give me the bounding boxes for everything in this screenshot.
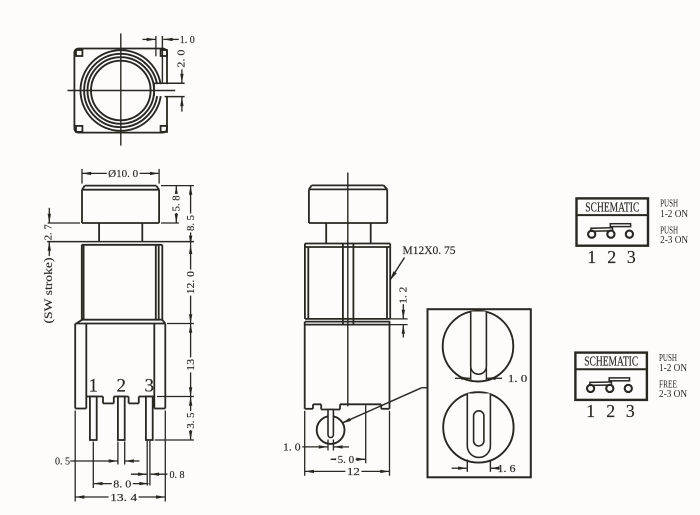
svg-text:1. 0: 1. 0 bbox=[283, 442, 301, 453]
svg-text:0. 8: 0. 8 bbox=[170, 470, 185, 481]
svg-text:2: 2 bbox=[606, 401, 615, 421]
svg-text:SCHEMATIC: SCHEMATIC bbox=[584, 354, 638, 369]
svg-text:Ø10. 0: Ø10. 0 bbox=[108, 169, 138, 180]
svg-text:1. 0: 1. 0 bbox=[508, 374, 528, 385]
svg-text:3: 3 bbox=[626, 401, 635, 421]
svg-text:2. 0: 2. 0 bbox=[177, 50, 188, 68]
svg-text:12. 0: 12. 0 bbox=[186, 271, 197, 294]
svg-text:12: 12 bbox=[347, 467, 360, 478]
svg-text:3: 3 bbox=[145, 376, 155, 397]
svg-text:PUSH: PUSH bbox=[660, 226, 678, 237]
svg-text:M12X0. 75: M12X0. 75 bbox=[403, 245, 456, 257]
svg-text:PUSH: PUSH bbox=[660, 199, 678, 210]
svg-text:1: 1 bbox=[586, 401, 595, 421]
svg-text:5. 0: 5. 0 bbox=[338, 455, 355, 466]
svg-text:8. 5: 8. 5 bbox=[186, 215, 197, 231]
svg-text:2-3 ON: 2-3 ON bbox=[659, 389, 688, 400]
svg-text:5. 8: 5. 8 bbox=[172, 195, 183, 211]
svg-text:1: 1 bbox=[89, 376, 99, 397]
svg-text:FREE: FREE bbox=[659, 380, 677, 391]
svg-text:1: 1 bbox=[587, 247, 596, 267]
svg-text:2-3 ON: 2-3 ON bbox=[660, 235, 689, 246]
svg-text:2: 2 bbox=[117, 376, 127, 397]
svg-text:1-2 ON: 1-2 ON bbox=[659, 363, 688, 374]
svg-text:1. 6: 1. 6 bbox=[498, 464, 516, 475]
svg-text:13. 4: 13. 4 bbox=[110, 493, 138, 504]
svg-text:3: 3 bbox=[627, 247, 636, 267]
svg-text:PUSH: PUSH bbox=[659, 353, 677, 364]
svg-text:8. 0: 8. 0 bbox=[113, 479, 131, 490]
svg-text:(SW stroke): (SW stroke) bbox=[42, 257, 55, 323]
svg-text:2: 2 bbox=[607, 247, 616, 267]
svg-text:1-2 ON: 1-2 ON bbox=[660, 209, 689, 220]
svg-text:3. 5: 3. 5 bbox=[186, 413, 197, 429]
svg-text:2. 7: 2. 7 bbox=[43, 224, 54, 240]
svg-text:0. 5: 0. 5 bbox=[55, 456, 70, 467]
svg-text:13: 13 bbox=[186, 359, 197, 371]
svg-text:SCHEMATIC: SCHEMATIC bbox=[585, 200, 639, 215]
svg-text:1. 2: 1. 2 bbox=[399, 287, 410, 304]
svg-text:1. 0: 1. 0 bbox=[180, 35, 195, 46]
